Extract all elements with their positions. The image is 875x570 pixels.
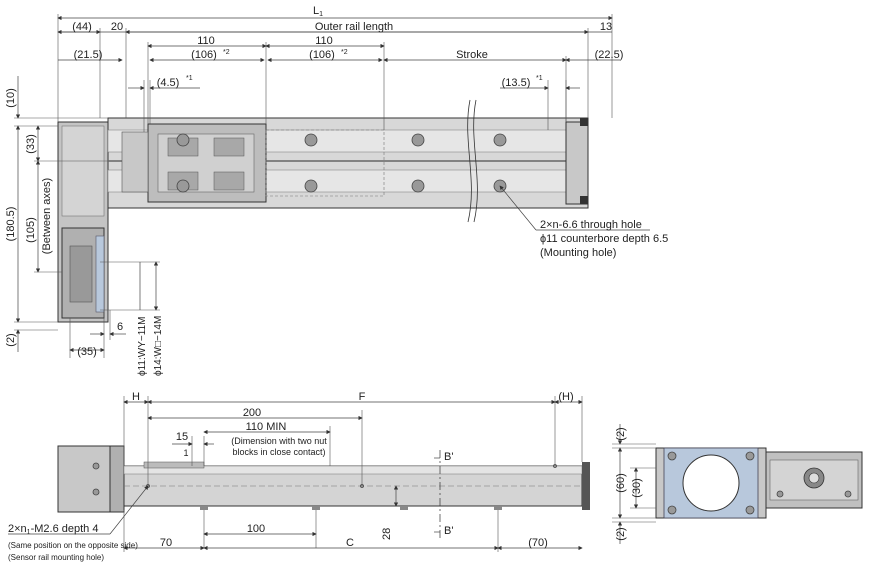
- dim-20: 20: [111, 21, 123, 33]
- tap-callout-2: (Same position on the opposite side): [8, 541, 138, 550]
- tap-callout-1: 2×n1-M2.6 depth 4: [8, 523, 98, 536]
- mounting-hole: [176, 179, 190, 193]
- mounting-hole: [304, 179, 318, 193]
- side-view: H F (H) 200 110 MIN 15 1 (Dimension with…: [8, 391, 590, 562]
- hole-callout-3: (Mounting hole): [540, 247, 616, 259]
- dim-10: (10): [5, 88, 17, 108]
- dim-200: 200: [243, 407, 261, 419]
- outer-rail-length: Outer rail length: [315, 21, 393, 33]
- stroke-label: Stroke: [456, 49, 488, 61]
- end-dim-30: (30): [631, 478, 643, 498]
- hole-callout-2: ϕ11 counterbore depth 6.5: [540, 233, 668, 245]
- top-view: L1 (44) 20 Outer rail length 13 110 110 …: [5, 5, 668, 376]
- hole-callout-1: 2×n-6.6 through hole: [540, 219, 642, 231]
- dim-C: C: [346, 537, 354, 549]
- mounting-hole: [304, 133, 318, 147]
- dim-106-b: (106): [309, 49, 335, 61]
- dim-28: 28: [381, 528, 393, 540]
- dim-2: (2): [5, 333, 17, 346]
- dim-22-5: (22.5): [595, 49, 624, 61]
- dim-70-paren: (70): [528, 537, 548, 549]
- mounting-hole: [411, 133, 425, 147]
- end-dim-60: (60): [615, 473, 627, 493]
- note-2-a: *2: [223, 49, 230, 56]
- section-B-top: B': [444, 451, 453, 463]
- between-axes: (Between axes): [41, 178, 53, 254]
- note-line-2: blocks in close contact): [232, 447, 325, 457]
- dim-6: 6: [117, 321, 123, 333]
- dim-110-a: 110: [197, 35, 215, 47]
- tap-callout-3: (Sensor rail mounting hole): [8, 553, 104, 562]
- dim-1: 1: [183, 448, 188, 458]
- note-line-1: (Dimension with two nut: [231, 436, 327, 446]
- end-dim-2-bottom: (2): [615, 527, 627, 540]
- dim-180-5: (180.5): [5, 207, 17, 242]
- dim-L1: L1: [313, 5, 323, 18]
- dim-106-a: (106): [191, 49, 217, 61]
- side-motor-block: [57, 445, 111, 513]
- dim-33: (33): [25, 134, 37, 154]
- dim-13-5: (13.5): [502, 77, 531, 89]
- shaft-11: ϕ11:WY−11M: [137, 317, 148, 376]
- mounting-hole: [176, 133, 190, 147]
- dim-110-min: 110 MIN: [246, 421, 287, 433]
- dim-13: 13: [600, 21, 612, 33]
- shaft-14: ϕ14:W□−14M: [153, 316, 164, 376]
- note-1-b: *1: [536, 75, 543, 82]
- dim-100: 100: [247, 523, 265, 535]
- note-2-b: *2: [341, 49, 348, 56]
- dim-21-5: (21.5): [74, 49, 103, 61]
- dim-35: (35): [77, 346, 97, 358]
- dim-H: H: [132, 391, 140, 403]
- dim-44: (44): [72, 21, 92, 33]
- dim-F: F: [359, 391, 366, 403]
- dim-15: 15: [176, 431, 188, 443]
- end-dim-2-top: (2): [615, 427, 627, 440]
- mounting-hole: [411, 179, 425, 193]
- end-cap: [565, 121, 589, 205]
- dim-110-b: 110: [315, 35, 333, 47]
- dim-105: (105): [25, 217, 37, 243]
- mounting-hole: [493, 133, 507, 147]
- end-view: (2) (60) (30) (2): [612, 424, 863, 544]
- dim-70: 70: [160, 537, 172, 549]
- section-B-bottom: B': [444, 525, 453, 537]
- dim-H-paren: (H): [558, 391, 573, 403]
- note-1-a: *1: [186, 75, 193, 82]
- dim-4-5: (4.5): [157, 77, 180, 89]
